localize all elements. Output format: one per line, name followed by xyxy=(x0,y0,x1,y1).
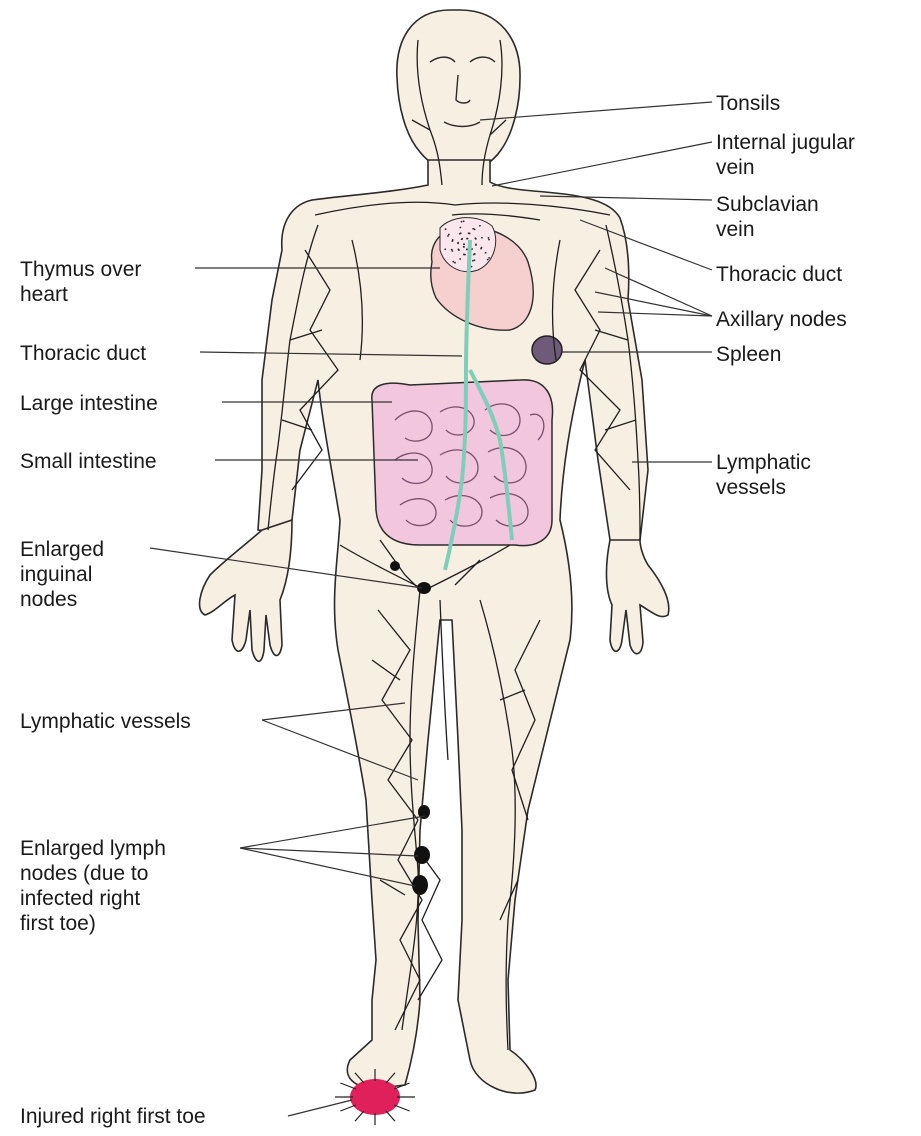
thymus-dot xyxy=(481,247,483,249)
label-large-intestine: Large intestine xyxy=(20,391,158,416)
thymus-dot xyxy=(474,259,476,261)
label-small-intestine: Small intestine xyxy=(20,449,157,474)
hand-right-side xyxy=(606,540,668,654)
thymus-dot xyxy=(463,246,465,248)
thymus-dot xyxy=(451,240,453,242)
label-line: Thoracic duct xyxy=(716,262,842,287)
label-enlarged-lymph-nodes: Enlarged lymph nodes (due to infected ri… xyxy=(20,836,166,936)
spleen xyxy=(532,336,562,364)
thymus-dot xyxy=(454,262,456,264)
thymus-dot xyxy=(488,239,490,241)
thymus-dot xyxy=(464,254,466,256)
label-line: Tonsils xyxy=(716,91,780,116)
thymus-dot xyxy=(463,220,465,222)
label-line: Axillary nodes xyxy=(716,307,847,332)
label-enlarged-inguinal-nodes: Enlarged inguinal nodes xyxy=(20,537,104,612)
thymus-dot xyxy=(461,221,463,223)
label-subclavian-vein: Subclavian vein xyxy=(716,192,819,242)
head xyxy=(397,10,520,172)
thymus-dot xyxy=(445,228,447,230)
label-line: infected right xyxy=(20,886,166,911)
label-line: Enlarged lymph xyxy=(20,836,166,861)
thymus-dot xyxy=(444,248,446,250)
thymus-dot xyxy=(458,249,460,251)
inguinal-node xyxy=(390,561,400,571)
label-thoracic-duct-right: Thoracic duct xyxy=(716,262,842,287)
label-lymphatic-vessels-left: Lymphatic vessels xyxy=(20,709,191,734)
label-internal-jugular-vein: Internal jugular vein xyxy=(716,130,855,180)
toe-ray xyxy=(355,1111,364,1121)
label-line: Large intestine xyxy=(20,391,158,416)
thymus-dot xyxy=(485,252,487,254)
label-line: nodes (due to xyxy=(20,861,166,886)
label-line: vein xyxy=(716,155,855,180)
thymus-dot xyxy=(451,250,453,252)
thymus-dot xyxy=(474,253,476,255)
thymus-dot xyxy=(463,243,465,245)
label-thymus-over-heart: Thymus over heart xyxy=(20,257,141,307)
toe-ray xyxy=(394,1105,410,1111)
thymus-dot xyxy=(474,237,476,239)
toe-ray xyxy=(340,1083,356,1089)
label-tonsils: Tonsils xyxy=(716,91,780,116)
thymus-dot xyxy=(475,243,477,245)
label-line: Small intestine xyxy=(20,449,157,474)
thymus-dot xyxy=(459,233,461,235)
thymus-dot xyxy=(468,232,470,234)
label-injured-right-first-toe: Injured right first toe xyxy=(20,1104,206,1129)
label-line: inguinal xyxy=(20,562,104,587)
thymus-dot xyxy=(452,261,454,263)
thymus-dot xyxy=(487,259,489,261)
body-figure xyxy=(200,10,669,1093)
thymus-dot xyxy=(459,227,461,229)
label-lymphatic-vessels-right: Lymphatic vessels xyxy=(716,450,811,500)
thymus-dot xyxy=(472,260,474,262)
label-line: Enlarged xyxy=(20,537,104,562)
thymus-dot xyxy=(479,225,481,227)
label-line: Internal jugular xyxy=(716,130,855,155)
toe-ray xyxy=(386,1111,395,1121)
thymus-dot xyxy=(457,242,459,244)
label-line: Subclavian xyxy=(716,192,819,217)
thymus-dot xyxy=(488,257,490,259)
label-line: vessels xyxy=(716,475,811,500)
label-line: Lymphatic xyxy=(716,450,811,475)
toe-inflammation xyxy=(350,1079,400,1115)
label-line: vein xyxy=(716,217,819,242)
label-axillary-nodes: Axillary nodes xyxy=(716,307,847,332)
label-thoracic-duct-left: Thoracic duct xyxy=(20,341,146,366)
label-line: Injured right first toe xyxy=(20,1104,206,1129)
thymus-dot xyxy=(481,237,483,239)
label-spleen: Spleen xyxy=(716,342,781,367)
thymus-dot xyxy=(472,228,474,230)
label-line: heart xyxy=(20,282,141,307)
thymus-dot xyxy=(461,238,463,240)
thymus-dot xyxy=(447,235,449,237)
leg-lymph-node xyxy=(412,875,428,895)
toe-ray xyxy=(340,1105,356,1111)
label-line: first toe) xyxy=(20,911,166,936)
leg-lymph-node xyxy=(414,846,430,864)
label-line: Thymus over xyxy=(20,257,141,282)
label-line: nodes xyxy=(20,587,104,612)
hand-left-side xyxy=(200,520,292,661)
label-line: Thoracic duct xyxy=(20,341,146,366)
label-line: Spleen xyxy=(716,342,781,367)
thymus-dot xyxy=(488,237,490,239)
label-line: Lymphatic vessels xyxy=(20,709,191,734)
thymus-dot xyxy=(459,258,461,260)
thymus-dot xyxy=(466,238,468,240)
